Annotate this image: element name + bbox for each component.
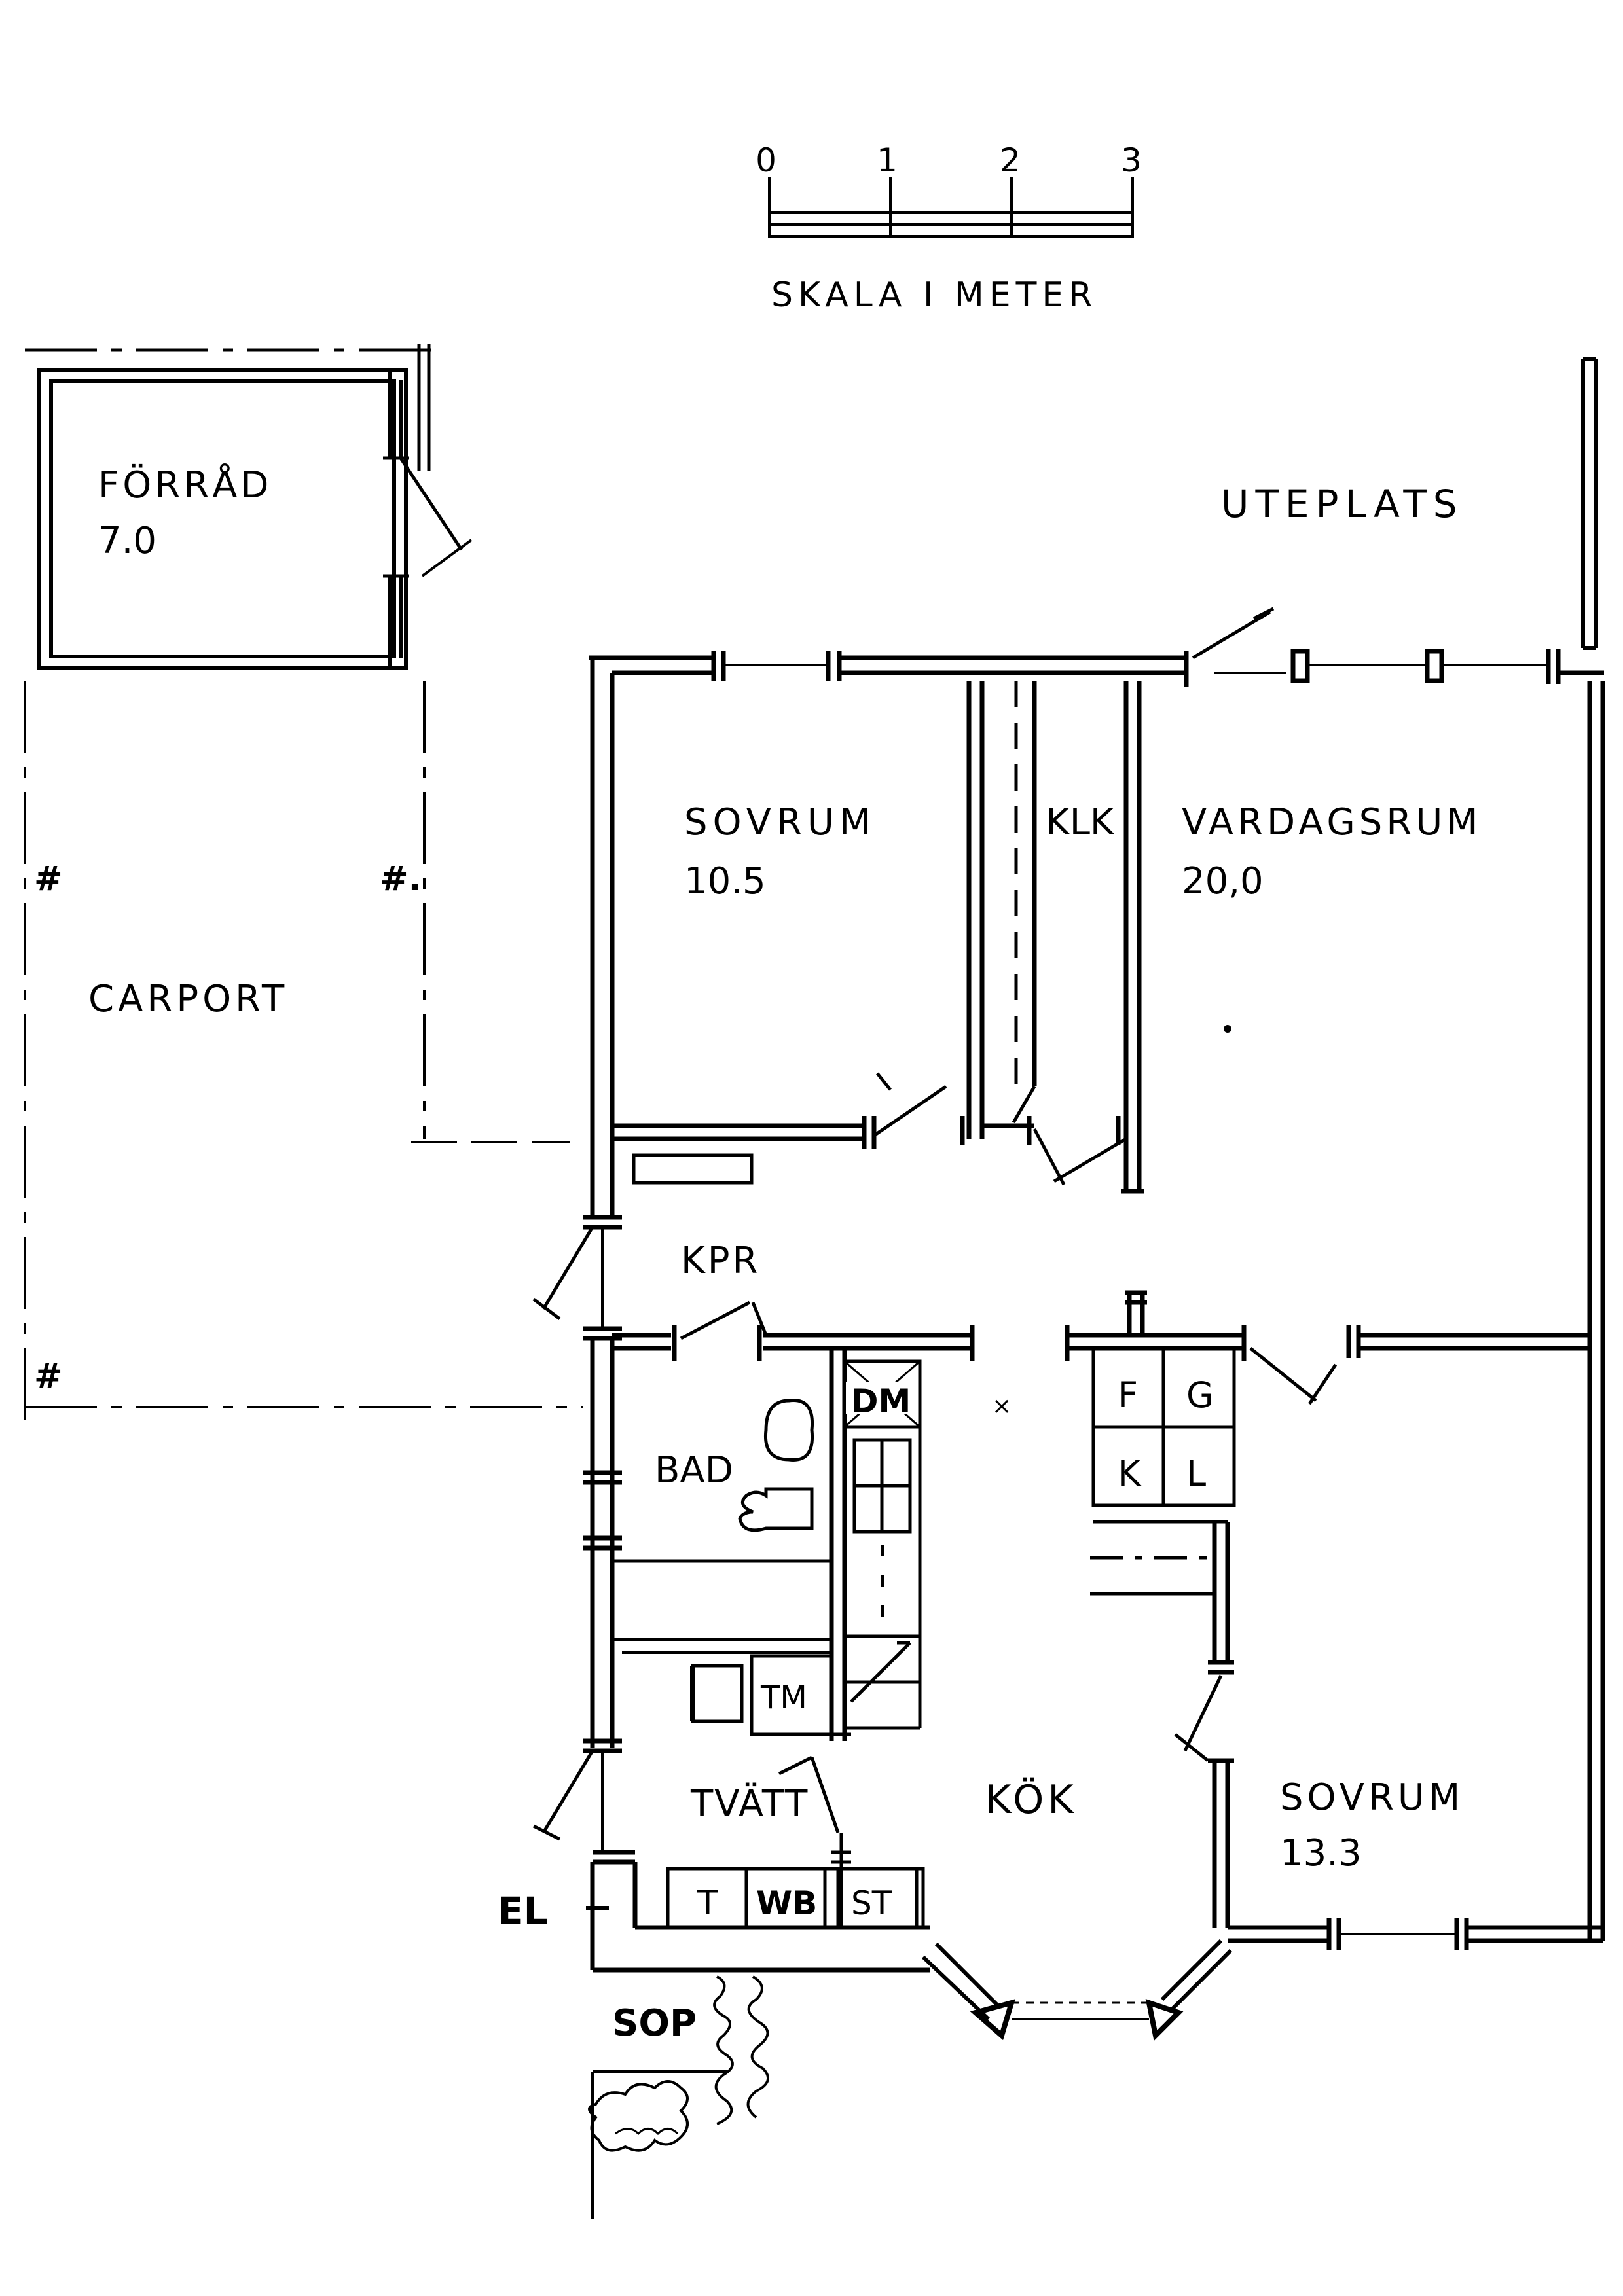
storage-walls (25, 344, 473, 1139)
patio-screen-wall (1581, 357, 1598, 650)
bath-label: BAD (655, 1449, 733, 1492)
dryer-label: TM (760, 1679, 807, 1716)
bedroom2-name: SOVRUM (1280, 1776, 1464, 1819)
cabinet-l: L (1186, 1453, 1206, 1494)
bedroom1-name: SOVRUM (684, 801, 876, 844)
patio-label: UTEPLATS (1221, 482, 1464, 526)
dishwasher-label: DM (851, 1382, 911, 1420)
living-name: VARDAGSRUM (1182, 801, 1482, 844)
washer-t-label: T (697, 1884, 718, 1923)
waste-enclosure (588, 1975, 769, 2219)
carport-post-mark: # (34, 1357, 63, 1396)
laundry-machines (666, 1867, 925, 1929)
bedroom2-area: 13.3 (1280, 1832, 1362, 1874)
scale-tick-1: 1 (877, 141, 898, 179)
carport-outline (24, 681, 583, 1427)
electric-label: EL (498, 1889, 548, 1933)
house-walls (583, 607, 1605, 1973)
living-area: 20,0 (1182, 860, 1264, 903)
storage-area: 7.0 (98, 520, 156, 562)
scale-bar (768, 177, 1134, 238)
cabinet-f: F (1118, 1374, 1138, 1416)
electric-cabinet (586, 1878, 609, 1931)
storage-name: FÖRRÅD (98, 463, 272, 507)
scale-tick-2: 2 (1000, 141, 1021, 179)
closet-label: KLK (1046, 801, 1115, 844)
stray-dot (1224, 1025, 1231, 1033)
door-swings (532, 1072, 1338, 1841)
bay-window (921, 1939, 1233, 2041)
bedroom1-area: 10.5 (684, 860, 766, 903)
laundry-label: TVÄTT (690, 1783, 809, 1825)
waste-label: SOP (612, 2002, 697, 2045)
st-label: ST (851, 1884, 892, 1922)
carport-post-mark: #. (380, 859, 421, 899)
scale-tick-3: 3 (1121, 141, 1142, 179)
kitchen-label: KÖK (985, 1776, 1078, 1823)
cabinet-g: G (1186, 1374, 1214, 1416)
washbasin-label: WB (756, 1884, 817, 1922)
bath-fixtures (690, 1399, 833, 1736)
cabinet-k: K (1118, 1453, 1142, 1494)
scale-caption: SKALA I METER (771, 276, 1097, 315)
dishwasher-box (846, 1382, 918, 1414)
hall-label: KPR (681, 1240, 760, 1282)
carport-label: CARPORT (88, 978, 288, 1020)
stray-mark: × (992, 1393, 1012, 1420)
cabinet-block (1090, 1346, 1236, 1596)
scale-tick-0: 0 (756, 141, 776, 179)
carport-post-mark: # (34, 859, 63, 899)
